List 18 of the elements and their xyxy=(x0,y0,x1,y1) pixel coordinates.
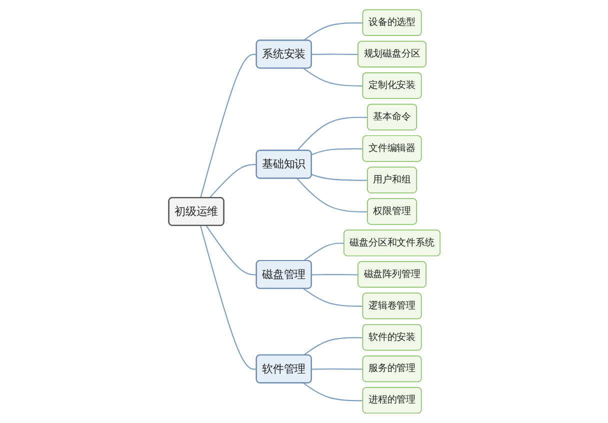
connector xyxy=(302,382,363,402)
connector xyxy=(208,164,256,198)
connector xyxy=(302,68,363,86)
connector xyxy=(311,274,358,276)
connector xyxy=(311,54,358,56)
mind-map: 初级运维 系统安装 设备的选型 规划磁盘分区 定制化安装 基础知识 基本命令 文件编辑器 用户和组 权限管理 磁盘管理 磁盘分区和文件系统 磁盘阵列管理 逻辑卷管理 软件管理 软件的安装 服务的管理 进程的管理 xyxy=(162,4,446,419)
connector xyxy=(200,54,256,198)
connector xyxy=(296,178,368,212)
connector xyxy=(302,337,363,356)
connector xyxy=(302,242,344,262)
connector xyxy=(311,148,363,156)
connector xyxy=(311,368,363,370)
connector xyxy=(200,226,256,370)
connector xyxy=(302,22,363,41)
connector xyxy=(205,225,256,276)
connector xyxy=(311,174,368,181)
connector xyxy=(302,288,363,307)
connector xyxy=(296,116,368,152)
